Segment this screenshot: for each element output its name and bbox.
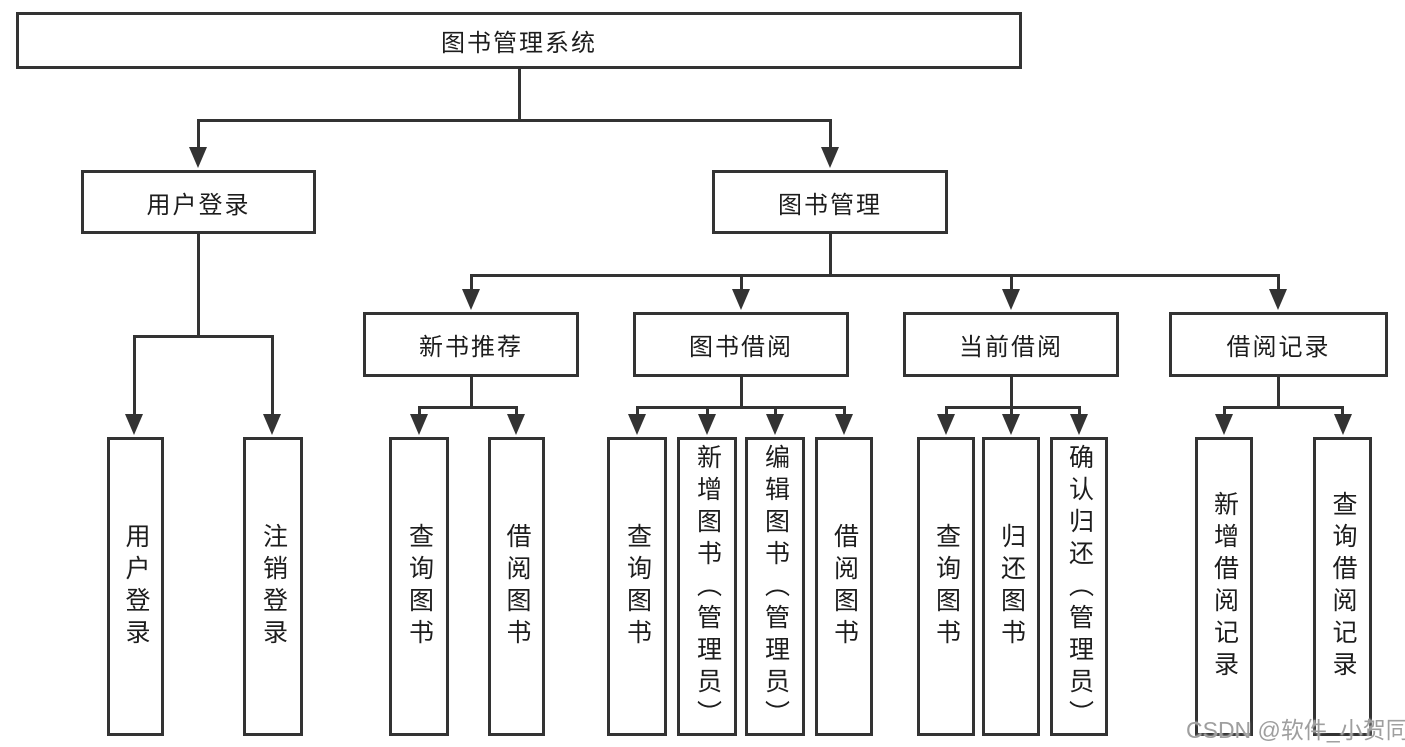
arrow-down-icon [125,414,143,435]
node-current-borrow: 当前借阅 [903,312,1119,377]
connector-g4-stem-1 [1223,406,1226,416]
arrow-down-icon [263,414,281,435]
arrow-down-icon [189,147,207,168]
arrow-down-icon [507,414,525,435]
arrow-down-icon [1215,414,1233,435]
leaf-add-books-admin: 新增图书（管理员） [677,437,737,736]
node-user-login: 用户登录 [81,170,316,234]
connector-g2-stem-2 [706,406,709,416]
connector-book-management-trunk [829,233,832,276]
connector-g1-stem-1 [418,406,421,416]
connector-g3-stem-1 [945,406,948,416]
connector-stem-leaf-user-login [133,335,136,416]
connector-stem-borrow-records [1277,274,1280,292]
connector-root-trunk [518,67,521,121]
arrow-down-icon [835,414,853,435]
leaf-confirm-return-admin: 确认归还（管理员） [1050,437,1108,736]
arrow-down-icon [410,414,428,435]
leaf-edit-books-admin: 编辑图书（管理员） [745,437,805,736]
node-book-management: 图书管理 [712,170,948,234]
connector-level3-hline [470,274,1280,277]
connector-stem-book-management [829,119,832,151]
connector-g2-stem-3 [774,406,777,416]
connector-g1-stem-2 [515,406,518,416]
arrow-down-icon [732,289,750,310]
node-library-management-system: 图书管理系统 [16,12,1022,69]
leaf-query-books-recommend: 查询图书 [389,437,449,736]
connector-g1-trunk [470,376,473,408]
connector-g1-hline [418,406,518,409]
csdn-watermark: CSDN @软件_小贺同学 [1186,717,1405,743]
connector-g4-trunk [1277,376,1280,408]
leaf-logout: 注销登录 [243,437,303,736]
connector-g2-stem-1 [636,406,639,416]
connector-g3-trunk [1010,376,1013,408]
connector-g3-stem-3 [1078,406,1081,416]
connector-stem-user-login [197,119,200,151]
arrow-down-icon [628,414,646,435]
leaf-borrow-books-recommend: 借阅图书 [488,437,545,736]
leaf-user-login: 用户登录 [107,437,164,736]
connector-user-login-hline [133,335,274,338]
leaf-add-borrow-record: 新增借阅记录 [1195,437,1253,736]
connector-stem-book-borrow [740,274,743,292]
arrow-down-icon [766,414,784,435]
leaf-return-books: 归还图书 [982,437,1040,736]
arrow-down-icon [462,289,480,310]
connector-g2-stem-4 [843,406,846,416]
connector-g4-hline [1223,406,1344,409]
arrow-down-icon [937,414,955,435]
arrow-down-icon [821,147,839,168]
leaf-query-books-current: 查询图书 [917,437,975,736]
leaf-query-books-borrow: 查询图书 [607,437,667,736]
arrow-down-icon [1269,289,1287,310]
connector-g2-hline [636,406,845,409]
node-book-borrow: 图书借阅 [633,312,849,377]
connector-user-login-trunk [197,233,200,337]
connector-stem-current-borrow [1010,274,1013,292]
connector-level1-hline [197,119,832,122]
connector-stem-leaf-logout [271,335,274,416]
connector-g4-stem-2 [1341,406,1344,416]
arrow-down-icon [698,414,716,435]
leaf-query-borrow-record: 查询借阅记录 [1313,437,1372,736]
node-new-book-recommend: 新书推荐 [363,312,579,377]
connector-stem-new-book-recommend [470,274,473,292]
node-borrow-records: 借阅记录 [1169,312,1388,377]
arrow-down-icon [1334,414,1352,435]
arrow-down-icon [1070,414,1088,435]
arrow-down-icon [1002,414,1020,435]
arrow-down-icon [1002,289,1020,310]
connector-g2-trunk [740,376,743,408]
connector-g3-stem-2 [1010,406,1013,416]
leaf-borrow-books: 借阅图书 [815,437,873,736]
